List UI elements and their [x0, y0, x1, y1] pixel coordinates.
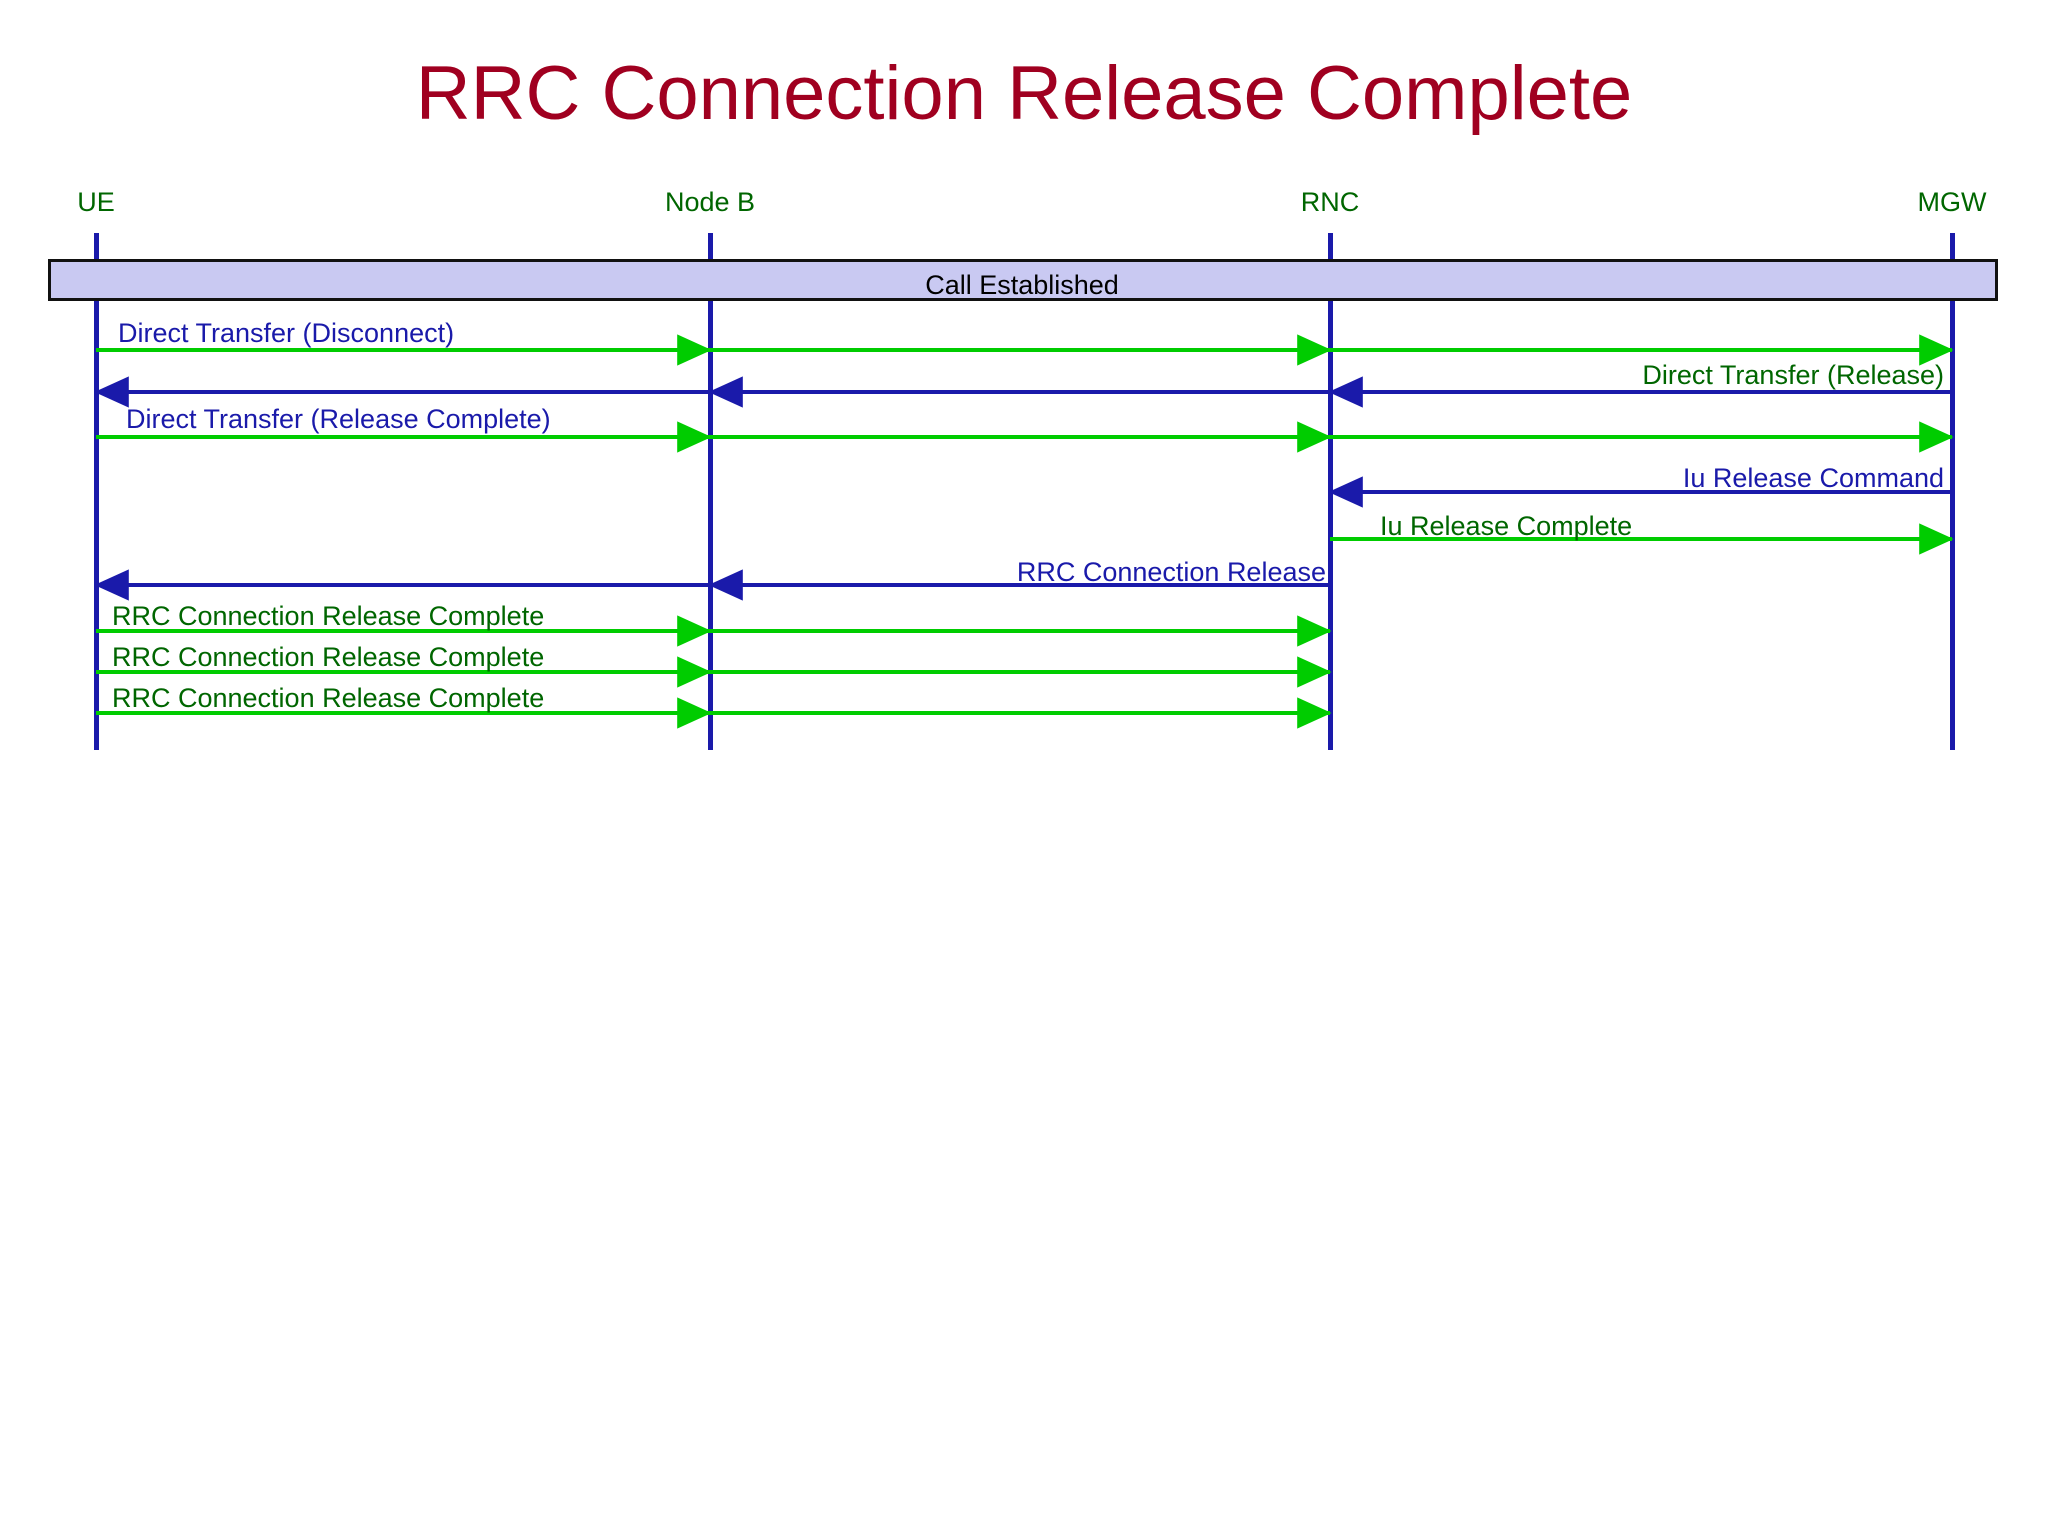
message-label-m6: RRC Connection Release [1016, 557, 1326, 587]
lifeline-label-ue: UE [77, 187, 115, 217]
lifeline-label-rnc: RNC [1300, 187, 1360, 217]
call-established-band [48, 259, 1998, 301]
message-label-m8: RRC Connection Release Complete [112, 642, 545, 672]
message-label-m1: Direct Transfer (Disconnect) [118, 318, 455, 348]
lifeline-nodeb [708, 233, 713, 750]
call-established-label: Call Established [925, 270, 1119, 300]
lifeline-ue [94, 233, 99, 750]
lifeline-rnc [1328, 233, 1333, 750]
message-label-m3: Direct Transfer (Release Complete) [126, 404, 551, 434]
page-title: RRC Connection Release Complete [415, 51, 1633, 136]
message-label-m4: Iu Release Command [1682, 463, 1944, 493]
lifeline-label-mgw: MGW [1917, 187, 1987, 217]
lifeline-mgw [1950, 233, 1955, 750]
message-label-m9: RRC Connection Release Complete [112, 683, 545, 713]
message-label-m7: RRC Connection Release Complete [112, 601, 545, 631]
lifeline-label-nodeb: Node B [664, 187, 756, 217]
message-label-m5: Iu Release Complete [1380, 511, 1633, 541]
message-label-m2: Direct Transfer (Release) [1642, 360, 1944, 390]
